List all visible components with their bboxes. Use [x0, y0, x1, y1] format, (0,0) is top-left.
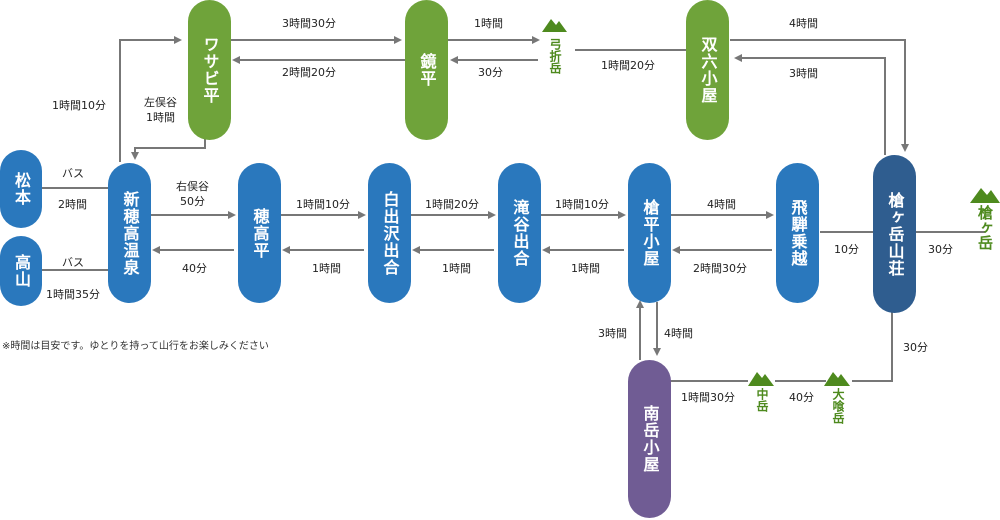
label-migimatadani: 右俣谷 — [176, 180, 209, 193]
label-time-matsumoto: 2時間 — [58, 198, 87, 211]
label-minamidake-nakadake: 1時間30分 — [681, 391, 735, 404]
label-kagamidaira-wasabidaira: 2時間20分 — [282, 66, 336, 79]
label-kagamidaira-yumiori: 1時間 — [474, 17, 503, 30]
peak-obamidake: 大喰岳 — [831, 388, 845, 424]
arrow-wasabidaira-shinhotaka — [131, 138, 206, 160]
label-shinhotaka-wasabidaira: 1時間10分 — [52, 99, 106, 112]
label-sugoroku-sanso: 4時間 — [789, 17, 818, 30]
label-sanso-yarigatake: 30分 — [928, 243, 953, 256]
arrow-shinhotaka-wasabidaira — [119, 36, 182, 162]
line-obami-sanso — [852, 312, 893, 382]
node-shinhotaka-onsen: 新穂高温泉 — [108, 163, 151, 303]
label-migimatadani-time: 50分 — [180, 195, 205, 208]
label-bus-matsumoto: バス — [62, 167, 84, 180]
label-shirodeshi-hotaka: 1時間 — [312, 262, 341, 275]
label-obami-sanso: 30分 — [903, 341, 928, 354]
arrow-sanso-sugoroku — [734, 54, 886, 155]
label-hidanori-yaridaira: 2時間30分 — [693, 262, 747, 275]
node-hotakadaira: 穂高平 — [238, 163, 281, 303]
yumiori-peak-icon — [542, 19, 567, 32]
node-takidani-deai: 滝谷出合 — [498, 163, 541, 303]
node-yarigatake-sanso: 槍ヶ岳山荘 — [873, 155, 916, 313]
label-shirodeshi-takidani: 1時間20分 — [425, 198, 479, 211]
node-hidanorikoshi: 飛騨乗越 — [776, 163, 819, 303]
label-yumiori-sugoroku: 1時間20分 — [601, 59, 655, 72]
node-yaridaira-goya: 槍平小屋 — [628, 163, 671, 303]
nakadake-peak-icon — [748, 372, 774, 386]
label-time-takayama: 1時間35分 — [46, 288, 100, 301]
label-hotaka-shirodeshi: 1時間10分 — [296, 198, 350, 211]
node-minamidake-goya: 南岳小屋 — [628, 360, 671, 518]
label-hidarimatadani: 左俣谷 — [144, 96, 177, 109]
node-shirodeshizawa-deai: 白出沢出合 — [368, 163, 411, 303]
label-takidani-shirodeshi: 1時間 — [442, 262, 471, 275]
node-takayama: 高山 — [0, 236, 42, 306]
label-hidarimatadani-time: 1時間 — [146, 111, 175, 124]
label-sanso-sugoroku: 3時間 — [789, 67, 818, 80]
label-yaridaira-minamidake: 4時間 — [664, 327, 693, 340]
peak-yarigatake: 槍ヶ岳 — [976, 205, 994, 250]
node-wasabidaira: ワサビ平 — [188, 0, 231, 140]
label-nakadake-obami: 40分 — [789, 391, 814, 404]
label-wasabidaira-kagamidaira: 3時間30分 — [282, 17, 336, 30]
label-takidani-yaridaira: 1時間10分 — [555, 198, 609, 211]
yarigatake-peak-icon — [970, 188, 1000, 203]
peak-nakadake: 中岳 — [755, 388, 769, 412]
label-yumiori-kagamidaira: 30分 — [478, 66, 503, 79]
label-hotaka-shinhotaka: 40分 — [182, 262, 207, 275]
label-bus-takayama: バス — [62, 256, 84, 269]
obami-peak-icon — [824, 372, 850, 386]
node-sugoroku-goya: 双六小屋 — [686, 0, 729, 140]
label-hidanori-sanso: 10分 — [834, 243, 859, 256]
label-yaridaira-takidani: 1時間 — [571, 262, 600, 275]
label-minamidake-yaridaira: 3時間 — [598, 327, 627, 340]
node-kagamidaira: 鏡平 — [405, 0, 448, 140]
node-matsumoto: 松本 — [0, 150, 42, 228]
peak-yumioridake: 弓折岳 — [548, 38, 562, 74]
label-yaridaira-hidanori: 4時間 — [707, 198, 736, 211]
footnote: ※時間は目安です。ゆとりを持って山行をお楽しみください — [2, 341, 269, 352]
arrow-sugoroku-sanso — [730, 39, 909, 152]
